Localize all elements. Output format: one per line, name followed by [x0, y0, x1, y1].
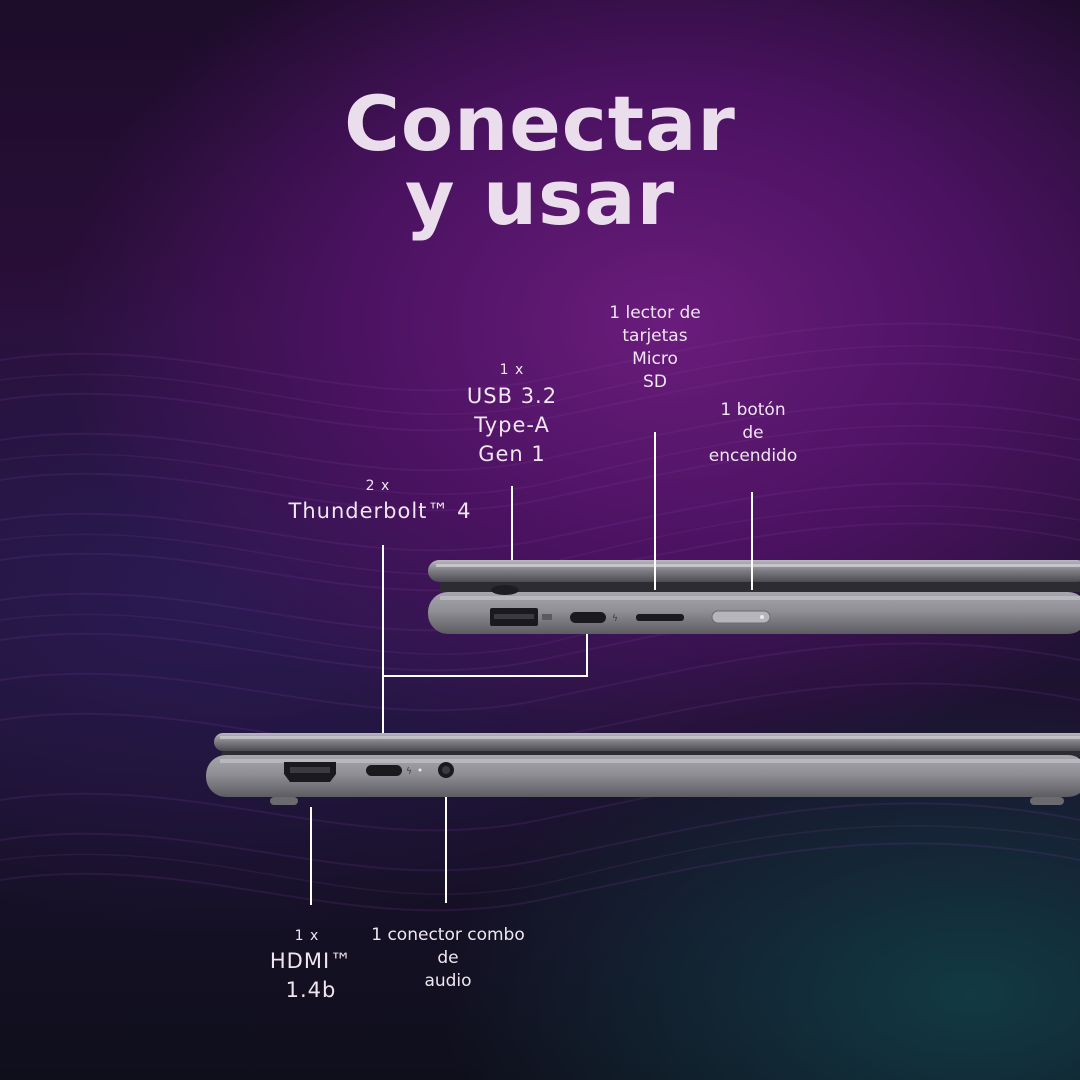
hdmi-label: HDMI™ 1.4b: [269, 949, 353, 1002]
thunderbolt-port-icon: [570, 612, 606, 623]
microsd-leader-line: [654, 432, 656, 590]
usb-count-label: 1 x: [499, 362, 525, 378]
thunderbolt-leader-line: [382, 545, 384, 733]
svg-text:ϟ: ϟ: [406, 767, 412, 777]
power-button-label: 1 botón de encendido: [708, 400, 798, 466]
microsd-label: 1 lector de tarjetas Micro SD: [609, 303, 701, 392]
thunderbolt-connector-line: [382, 675, 588, 677]
power-button-icon: [711, 610, 771, 624]
thunderbolt-count-label: 2 x: [365, 478, 391, 494]
usb-label: USB 3.2 Type-A Gen 1: [466, 384, 558, 466]
hdmi-leader-line: [310, 807, 312, 905]
microsd-slot-icon: [636, 614, 684, 621]
audio-jack-label: 1 conector combo de audio: [371, 925, 525, 991]
usb-leader-line: [511, 486, 513, 560]
usb-c-port-icon: [366, 765, 402, 776]
thunderbolt-branch-line: [586, 634, 588, 677]
page-title-line2: y usar: [404, 153, 676, 242]
power-leader-line: [751, 492, 753, 590]
laptop-right-side: ϟ: [428, 560, 1080, 634]
audio-leader-line: [445, 797, 447, 903]
laptop-left-side: ϟ: [206, 733, 1080, 805]
svg-text:ϟ: ϟ: [612, 614, 618, 624]
thunderbolt-label: Thunderbolt™ 4: [288, 499, 472, 523]
hdmi-count-label: 1 x: [294, 928, 320, 944]
page-title-line1: Conectar: [344, 79, 736, 168]
